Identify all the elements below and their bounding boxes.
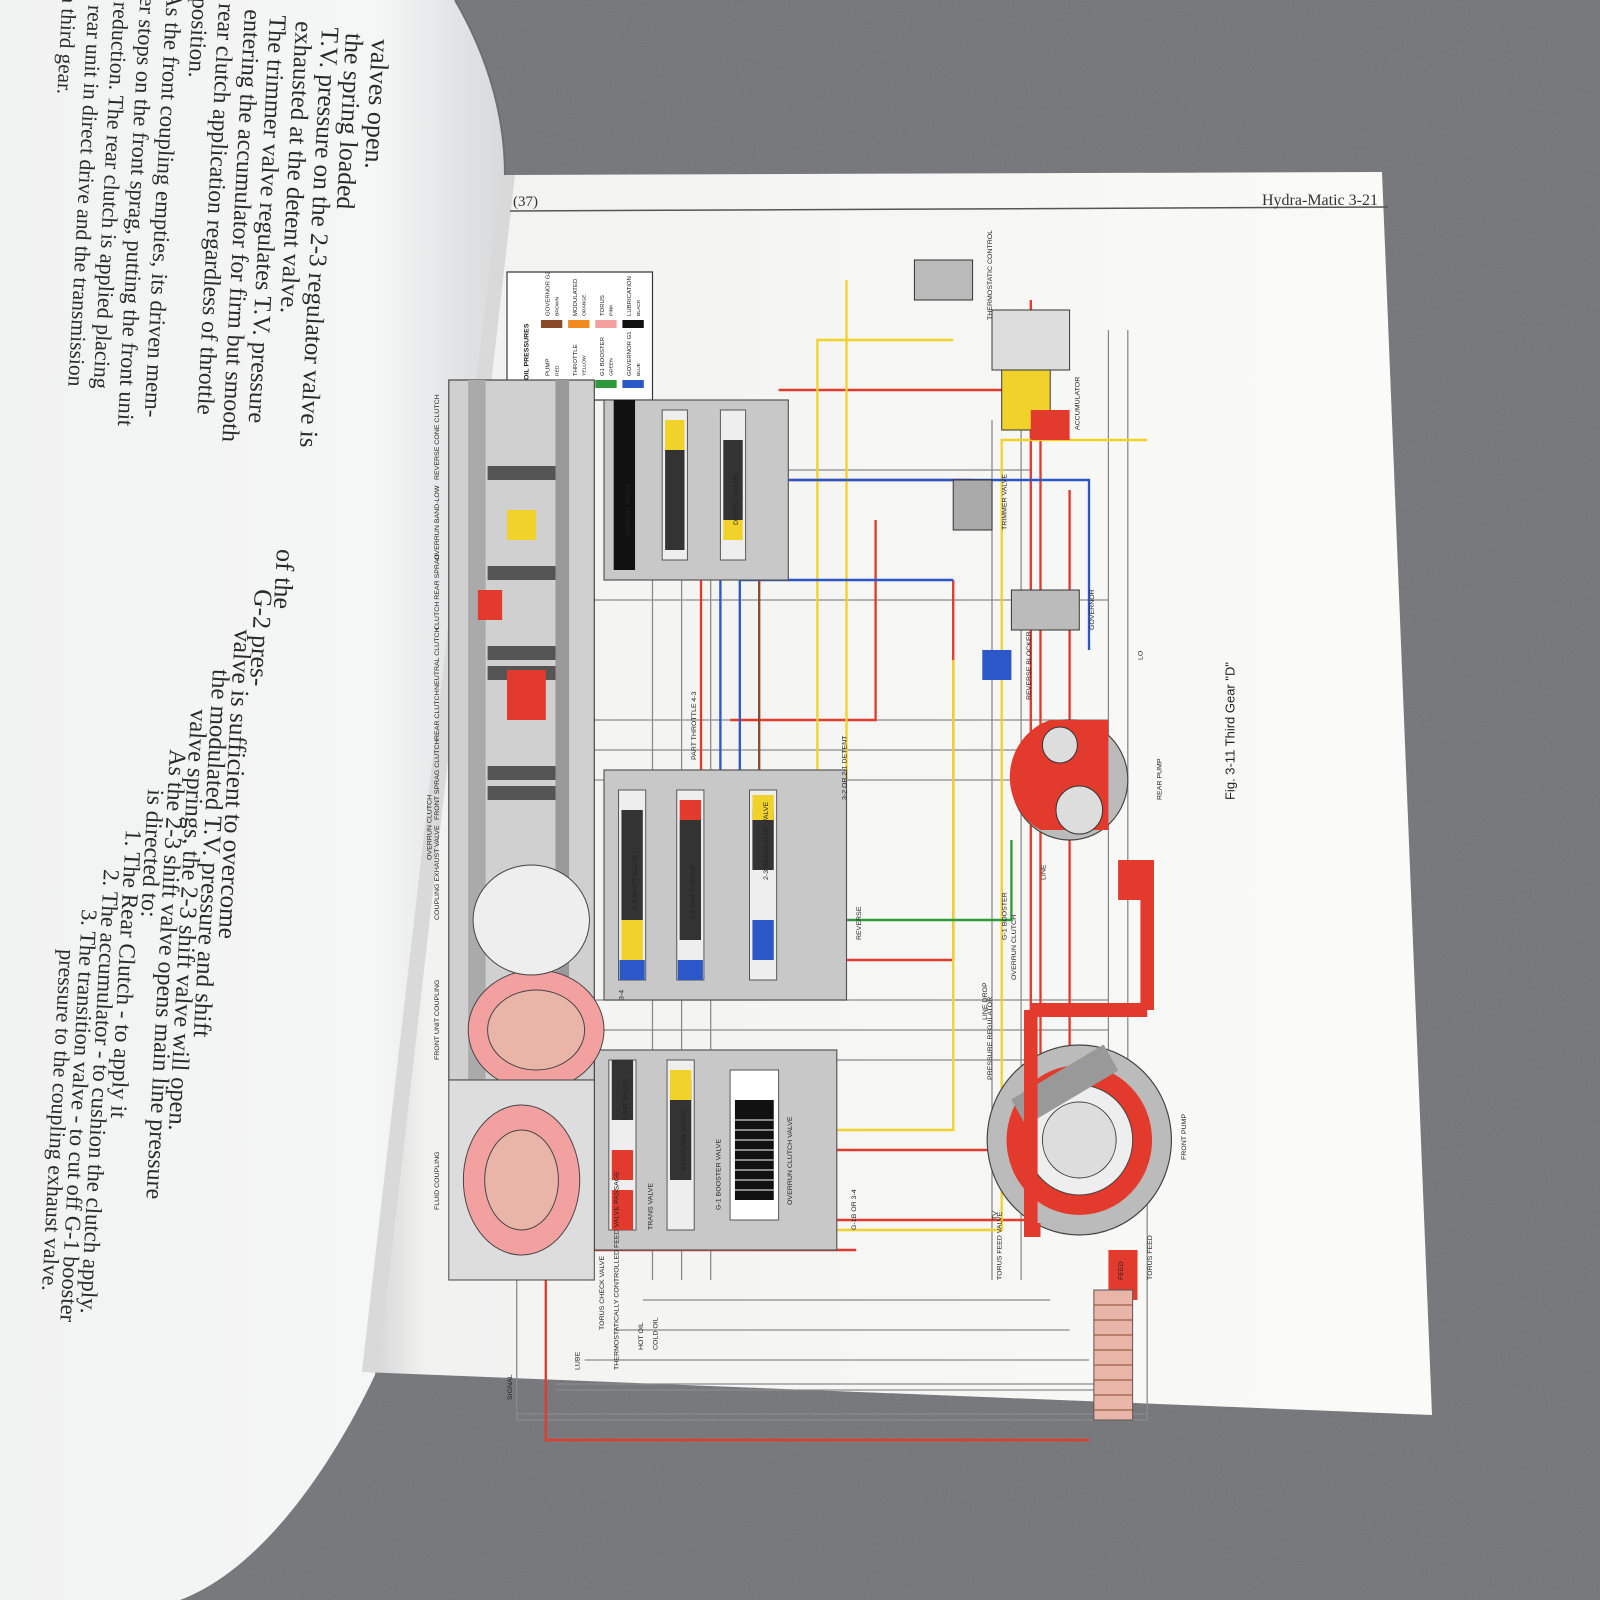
label-regulator-2-3: 2-3 REGULATOR VALVE: [763, 801, 770, 880]
legend-label: THROTTLE: [573, 344, 579, 376]
label-part-throttle: PART THROTTLE 4-3: [691, 691, 698, 760]
legend-label: MODULATED: [573, 279, 579, 316]
label-coupling-valve: COUPLING VALVE: [681, 1110, 688, 1170]
rear-pump: [1009, 719, 1143, 900]
label-rear-clutch: REAR CLUTCH: [434, 690, 441, 740]
legend-sublabel: BLUE: [636, 362, 642, 376]
transmission-cross-section: [448, 379, 605, 1281]
legend-sublabel: PINK: [609, 304, 615, 316]
label-governor: GOVERNOR: [1089, 589, 1096, 630]
legend-sublabel: GREEN: [609, 358, 615, 376]
valve-body-lower: [593, 1049, 838, 1251]
legend-swatch: [595, 380, 617, 388]
label-pressure-regulator: PRESSURE REGULATOR: [987, 997, 994, 1080]
legend-sublabel: ORANGE: [582, 294, 588, 316]
label-trimmer-valve: TRIMMER VALVE: [1002, 474, 1009, 530]
label-limit-valve: LIMIT VALVE: [622, 1078, 629, 1120]
label-shift-2-3: 2-3 SHIFT VALVE: [690, 864, 697, 920]
label-accumulator: ACCUMULATOR: [1074, 377, 1081, 430]
label-tv: TV: [992, 1211, 999, 1220]
legend-swatch: [540, 320, 563, 328]
label-rear-pump: REAR PUMP: [1157, 758, 1164, 800]
legend-swatch: [622, 320, 644, 328]
legend-swatch: [595, 320, 617, 328]
label-line-drop: LINE DROP: [982, 982, 989, 1020]
label-manual-valve: MANUAL VALVE: [625, 482, 632, 535]
legend-title: OIL PRESSURES: [523, 323, 530, 380]
legend-swatch: [568, 320, 590, 328]
governor-assembly: [913, 259, 1080, 680]
legend-swatch: [622, 380, 644, 388]
label-thermostatic-control: THERMOSTATIC CONTROL: [987, 230, 994, 320]
label-reverse: REVERSE: [856, 906, 863, 940]
label-reverse-blocker: REVERSE BLOCKER: [1026, 631, 1033, 700]
label-torus-check-valve: TORUS CHECK VALVE: [599, 1256, 606, 1330]
label-g1-booster: G-1 BOOSTER: [1002, 892, 1009, 940]
label-torus-feed: TORUS FEED: [1147, 1235, 1154, 1280]
label-overrun-clutch-line: OVERRUN CLUTCH: [1011, 915, 1018, 980]
label-overrun-clutch: OVERRUN CLUTCH: [426, 795, 433, 860]
valve-body-middle: [603, 769, 848, 1001]
torus-feed-pipe: [1093, 1289, 1134, 1421]
label-shift-3-4: 3-4 SHIFT VALVE: [632, 854, 639, 910]
label-lube: LUBE: [575, 1351, 582, 1370]
page-number: (37): [513, 194, 538, 210]
label-reverse-cone-clutch: REVERSE CONE CLUTCH: [434, 394, 441, 480]
valve-body-upper: [603, 399, 789, 581]
label-neutral-clutch: NEUTRAL CLUTCH: [434, 627, 441, 690]
legend-sublabel: BROWN: [554, 296, 560, 316]
front-pump: [986, 860, 1173, 1300]
label-detent-3-2: 3-2 OR 2-1 DETENT: [842, 735, 849, 800]
legend-sublabel: RED: [554, 365, 560, 376]
label-clutch-rear-sprag: CLUTCH REAR SPRAG: [434, 554, 441, 630]
legend-label: LUBRICATION: [627, 276, 633, 316]
legend-label: G1 BOOSTER: [600, 337, 606, 376]
legend-label: GOVERNOR G2: [546, 271, 552, 316]
label-coupling-exhaust-valve: COUPLING EXHAUST VALVE: [434, 825, 441, 920]
label-g1b-or-3-4: G-1B OR 3-4: [851, 1189, 858, 1230]
legend-label: PUMP: [546, 359, 552, 376]
label-torus-feed-valve: TORUS FEED VALVE: [997, 1211, 1004, 1280]
label-trans-valve: TRANS VALVE: [648, 1183, 655, 1230]
legend-label: TORUS: [600, 295, 606, 316]
legend-label: GOVERNOR G1: [627, 331, 633, 376]
figure-caption: Fig. 3-11 Third Gear "D": [1223, 662, 1238, 800]
label-lo: LO: [1137, 650, 1144, 660]
label-fluid-coupling: FLUID COUPLING: [434, 1151, 441, 1210]
label-thermostatically: THERMOSTATICALLY CONTROLLED FEED VALVE P…: [614, 1171, 621, 1370]
label-detent-valve: DETENT VALVE: [733, 473, 740, 525]
label-line-3-4: 3-4: [618, 990, 625, 1000]
label-feed: FEED: [1118, 1261, 1125, 1280]
label-overrun-clutch-valve: OVERRUN CLUTCH VALVE: [787, 1116, 794, 1205]
label-signal: SIGNAL: [507, 1374, 514, 1400]
legend-sublabel: BLACK: [636, 299, 642, 316]
legend-sublabel: YELLOW: [582, 355, 588, 376]
label-front-sprag-clutch: FRONT SPRAG CLUTCH: [434, 739, 441, 820]
label-overrun-band-low: OVERRUN BAND-LOW: [434, 485, 441, 560]
label-g1-booster-valve: G-1 BOOSTER VALVE: [715, 1138, 722, 1210]
label-line: LINE: [1040, 864, 1047, 880]
label-cold-oil: COLD OIL: [652, 1317, 659, 1350]
running-head: Hydra-Matic 3-21: [1262, 192, 1378, 209]
label-front-unit-coupling: FRONT UNIT COUPLING: [434, 980, 441, 1060]
label-front-pump: FRONT PUMP: [1181, 1114, 1188, 1160]
label-hot-oil: HOT OIL: [638, 1322, 645, 1350]
